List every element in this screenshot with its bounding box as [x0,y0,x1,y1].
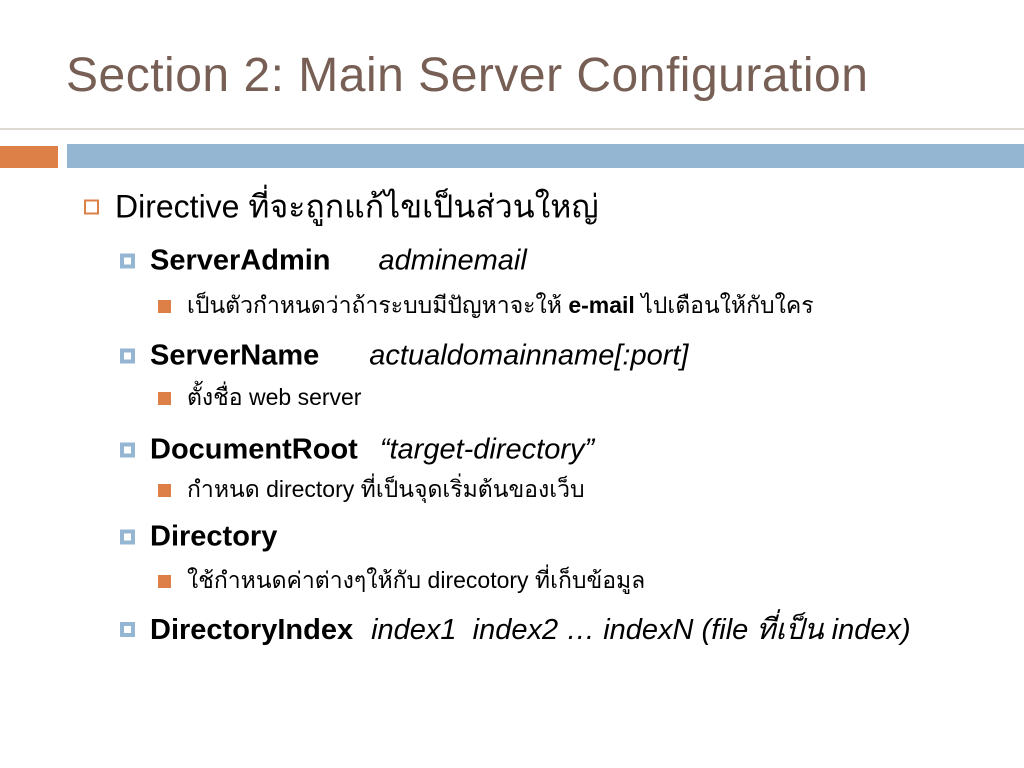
text-segment: เป็นตัวกำหนดว่าถ้าระบบมีปัญหาจะให้ [187,292,569,318]
directive-param: adminemail [378,244,527,277]
text-segment: ใช้กำหนดค่าต่างๆให้กับ [187,567,428,593]
directive-param: “target-directory” [379,433,595,466]
list-item-servername-desc: ตั้งชื่อ web server [158,380,361,416]
text-segment: index) [823,614,911,646]
list-item-documentroot-desc: กำหนด directory ที่เป็นจุดเริ่มต้นของเว็… [158,472,585,508]
text-segment: ที่จะถูกแก้ไขเป็นส่วนใหญ่ [248,188,599,225]
list-item-serveradmin: ServerAdmin adminemail [120,245,527,278]
list-item-text: DirectoryIndex index1 index2 … indexN (fi… [150,606,911,652]
text-segment: กำหนด [187,476,267,502]
square-solid-bullet-icon [158,574,171,588]
slide-title: Section 2: Main Server Configuration [66,49,869,102]
list-item-documentroot: DocumentRoot “target-directory” [120,434,594,467]
square-solid-bullet-icon [158,391,171,405]
list-item-serveradmin-desc: เป็นตัวกำหนดว่าถ้าระบบมีปัญหาจะให้ e-mai… [158,288,814,324]
directive-param: index1 index2 … indexN (file [371,614,757,646]
square-outline-bullet-icon [84,199,99,215]
list-item-text: DocumentRoot “target-directory” [150,434,594,467]
text-segment: directory [266,476,355,502]
square-nested-bullet-icon [120,621,135,637]
square-nested-bullet-icon [120,529,135,545]
text-segment: Directive [115,188,249,225]
directive-name: Directory [150,520,278,553]
square-nested-bullet-icon [120,348,135,364]
text-segment: ตั้งชื่อ [187,384,249,410]
list-item-text: ตั้งชื่อ web server [187,380,361,416]
directive-param: actualdomainname[:port] [369,339,689,372]
list-item-directory-desc: ใช้กำหนดค่าต่างๆให้กับ direcotory ที่เก็… [158,563,645,599]
divider-line [0,128,1024,130]
list-item-text: ServerAdmin adminemail [150,245,527,278]
text-segment: ที่เป็น [756,614,824,646]
accent-orange-block [0,146,58,168]
list-item-directory: Directory [120,521,277,554]
directive-name: DocumentRoot [150,433,358,466]
text-segment: ไปเตือนให้กับใคร [634,292,814,318]
square-nested-bullet-icon [120,253,135,269]
text-segment: e-mail [568,292,635,318]
list-item-text: Directive ที่จะถูกแก้ไขเป็นส่วนใหญ่ [115,182,599,233]
list-item-text: ใช้กำหนดค่าต่างๆให้กับ direcotory ที่เก็… [187,563,645,599]
directive-name: ServerAdmin [150,244,331,277]
list-item-text: เป็นตัวกำหนดว่าถ้าระบบมีปัญหาจะให้ e-mai… [187,288,814,324]
list-item-servername: ServerName actualdomainname[:port] [120,340,688,373]
text-segment: web server [248,384,362,410]
square-solid-bullet-icon [158,483,171,497]
list-item-directoryindex: DirectoryIndex index1 index2 … indexN (fi… [120,606,911,652]
accent-blue-bar [67,144,1024,168]
list-item-text: Directory [150,521,277,554]
directive-name: DirectoryIndex [150,614,354,646]
text-segment: ที่เป็นจุดเริ่มต้นของเว็บ [354,476,585,502]
directive-name: ServerName [150,339,320,372]
text-segment: ที่เก็บข้อมูล [528,567,646,593]
list-item-text: กำหนด directory ที่เป็นจุดเริ่มต้นของเว็… [187,472,585,508]
list-item-text: ServerName actualdomainname[:port] [150,340,688,373]
square-solid-bullet-icon [158,299,171,313]
list-item-directive: Directive ที่จะถูกแก้ไขเป็นส่วนใหญ่ [84,182,599,233]
text-segment: direcotory [427,567,529,593]
square-nested-bullet-icon [120,442,135,458]
